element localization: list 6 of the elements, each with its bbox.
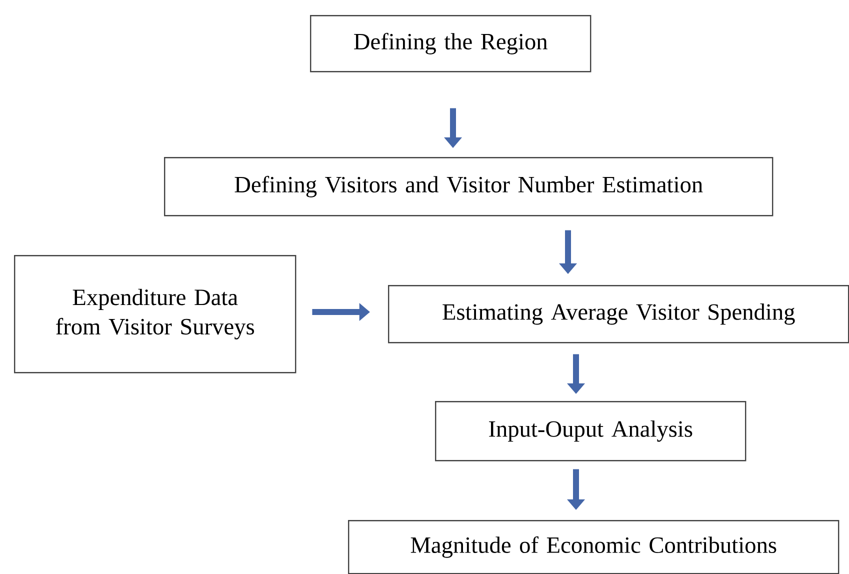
process-box: Defining the Region — [310, 15, 592, 72]
process-box: Defining Visitors and Visitor Number Estimation — [164, 157, 774, 216]
process-box: Estimating Average Visitor Spending — [388, 285, 849, 344]
process-box: Input-Ouput Analysis — [435, 401, 746, 462]
process-box: Expenditure Data from Visitor Surveys — [14, 255, 296, 374]
process-box: Magnitude of Economic Contributions — [348, 520, 840, 574]
